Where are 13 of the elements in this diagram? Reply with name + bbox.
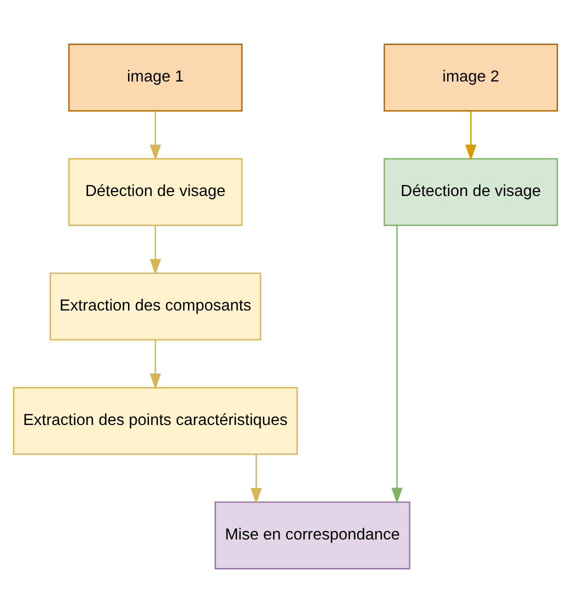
node-box: Extraction des points caractéristiques [13,386,298,454]
arrow [250,454,262,504]
arrow [391,225,403,504]
node-box: Détection de visage [68,158,243,226]
node-box: image 1 [68,43,243,112]
node-box: Détection de visage [384,158,558,226]
arrow [150,110,161,160]
arrow [465,110,476,160]
node-box: image 2 [384,43,558,112]
node-box: Extraction des composants [50,272,262,340]
arrow [150,340,161,389]
arrow [150,225,161,275]
node-box: Mise en correspondance [214,500,410,569]
